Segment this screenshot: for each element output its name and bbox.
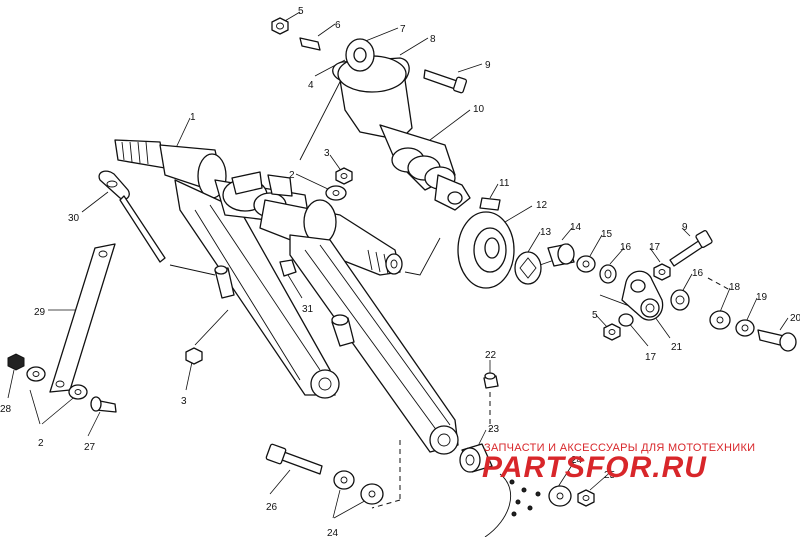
- callout-5b: 5: [592, 310, 598, 321]
- callout-1: 1: [190, 112, 196, 123]
- callout-26: 26: [266, 502, 278, 513]
- callout-11: 11: [499, 178, 510, 189]
- nut-17: [653, 263, 671, 281]
- watermark-brand: PARTSFOR.RU: [482, 451, 707, 484]
- callout-21: 21: [671, 342, 683, 353]
- nut-25: [577, 489, 595, 507]
- callout-23: 23: [488, 424, 500, 435]
- grease-fitting-22: [483, 372, 499, 389]
- callout-17a: 17: [649, 242, 661, 253]
- callout-17b: 17: [645, 352, 657, 363]
- washer-18: [709, 310, 731, 330]
- washers-24: [333, 470, 572, 507]
- callout-8: 8: [430, 34, 436, 45]
- callout-19: 19: [756, 292, 768, 303]
- callout-3a: 3: [324, 148, 330, 159]
- callout-31: 31: [302, 304, 314, 315]
- callout-15: 15: [601, 229, 613, 240]
- assembly-dash-lines: [371, 277, 731, 509]
- washer-19: [735, 319, 755, 337]
- callout-2a: 2: [289, 170, 295, 181]
- bushing-16a: [599, 264, 617, 284]
- callout-30: 30: [68, 213, 80, 224]
- bolt-9b: [669, 230, 713, 267]
- callout-28: 28: [0, 404, 12, 415]
- washer-15: [576, 255, 596, 273]
- callout-24a: 24: [571, 455, 583, 466]
- watermark: ЗАПЧАСТИ И АКСЕССУАРЫ ДЛЯ МОТОТЕХНИКИ PA…: [482, 442, 755, 484]
- callout-13: 13: [540, 227, 552, 238]
- lock-pin-30: [98, 170, 166, 263]
- bolt-20: [757, 329, 797, 352]
- callout-9b: 9: [682, 222, 688, 233]
- callout-20: 20: [790, 313, 800, 324]
- callout-5a: 5: [298, 6, 304, 17]
- callout-18: 18: [729, 282, 741, 293]
- link-21: [621, 270, 664, 321]
- arm-bushings: [214, 265, 355, 347]
- callout-16a: 16: [620, 242, 632, 253]
- rear-arm-assembly: [114, 139, 459, 455]
- callout-14: 14: [570, 222, 582, 233]
- strap-29: [49, 243, 116, 393]
- nut-5b-washer-17b: [603, 313, 634, 341]
- bushing-23: [459, 443, 493, 473]
- bushing-16b: [670, 289, 690, 311]
- callout-3b: 3: [181, 396, 187, 407]
- bracket-plate: [484, 473, 541, 537]
- callout-12: 12: [536, 200, 548, 211]
- bearing-13: [514, 251, 542, 285]
- watermark-tagline: ЗАПЧАСТИ И АКСЕССУАРЫ ДЛЯ МОТОТЕХНИКИ: [484, 442, 755, 454]
- callout-4: 4: [308, 80, 314, 91]
- callout-25: 25: [604, 470, 616, 481]
- nuts-washers-center: [185, 167, 353, 365]
- hardware-28-2-27: [7, 353, 117, 413]
- spacer-14: [547, 243, 575, 267]
- callout-22: 22: [485, 350, 497, 361]
- idler-wheel-12: [457, 211, 515, 289]
- callout-16b: 16: [692, 268, 704, 279]
- callout-2b: 2: [38, 438, 44, 449]
- callout-27: 27: [84, 442, 96, 453]
- top-hardware: [271, 17, 501, 211]
- callout-29: 29: [34, 307, 46, 318]
- callout-10: 10: [473, 104, 485, 115]
- callout-7: 7: [400, 24, 406, 35]
- bolt-26: [265, 443, 323, 475]
- callout-9a: 9: [485, 60, 491, 71]
- callout-24b: 24: [327, 528, 339, 537]
- shock-absorber: [332, 38, 471, 211]
- callout-6: 6: [335, 20, 341, 31]
